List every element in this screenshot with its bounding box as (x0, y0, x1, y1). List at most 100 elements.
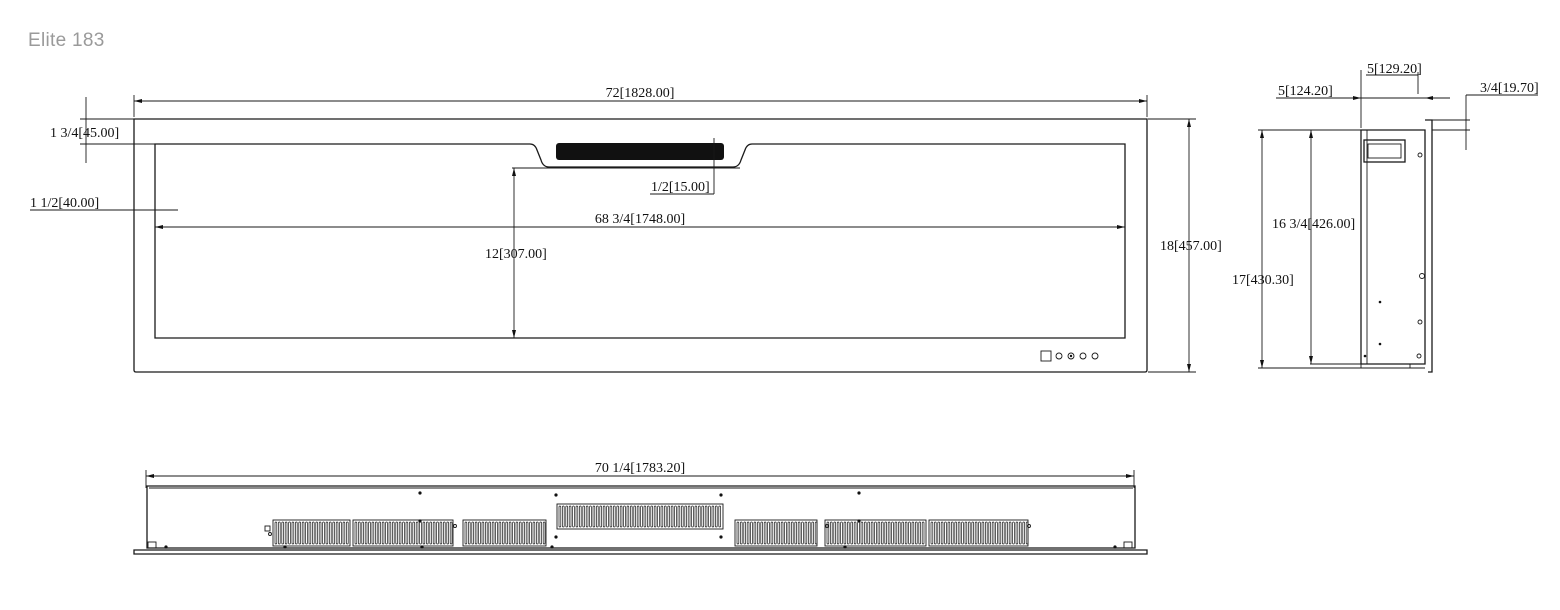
vent-slot (488, 521, 491, 545)
vent-slot (780, 521, 784, 545)
front-opening (154, 143, 1126, 339)
vent-slot (298, 521, 301, 545)
vent-slot (740, 521, 743, 545)
vent-slot (760, 521, 763, 545)
vent-slot (301, 521, 305, 545)
vent-slot (284, 521, 288, 545)
vent-slot (901, 521, 904, 545)
vent-slot (274, 521, 278, 545)
vent-slot (281, 521, 284, 545)
vent-slot (867, 521, 870, 545)
vent-slot (478, 521, 481, 545)
vent-slot (508, 521, 512, 545)
vent-slot (918, 521, 921, 545)
side-view: 5[129.20] 5[124.20] 3/4[19.70] 16 3/4[42… (1232, 62, 1539, 373)
vent-slot (332, 521, 335, 545)
vent-slot (850, 521, 853, 545)
bottom-flange (133, 549, 1148, 555)
vent-slot (529, 521, 532, 545)
vent-slot (921, 521, 925, 545)
display-bar (556, 143, 724, 160)
vent-slot (498, 521, 502, 545)
vent-slot (278, 521, 281, 545)
vent-slot (329, 521, 332, 545)
vent-slot (978, 521, 981, 545)
vent-slot (1008, 521, 1012, 545)
vent-slot (853, 521, 857, 545)
vent-slot (295, 521, 298, 545)
vent-slot (750, 521, 753, 545)
vent-slot (409, 521, 412, 545)
vent-slot (995, 521, 998, 545)
control-button-icon (1079, 352, 1087, 360)
vent-slot (495, 521, 498, 545)
vent-slot (592, 505, 596, 528)
vent-slot (1005, 521, 1008, 545)
control-button-icon (1055, 352, 1063, 360)
vent-slot (1012, 521, 1015, 545)
vent-slot (449, 521, 453, 545)
vent-slot (378, 521, 381, 545)
vent-slot (315, 521, 318, 545)
vent-slot (653, 505, 657, 528)
dim-side-border: 1 1/2[40.00] (30, 196, 99, 211)
front-view: 72[1828.00] 1 3/4[45.00] 1 1/2[40.00] 68… (30, 86, 1222, 373)
vent-slot (322, 521, 325, 545)
vent-slot (532, 521, 536, 545)
vent-slot (381, 521, 385, 545)
vent-slot (647, 505, 650, 528)
vent-slot (305, 521, 308, 545)
vent-slot (623, 505, 626, 528)
control-button-dot (1069, 354, 1073, 358)
vent-slot (718, 505, 721, 528)
vent-slot (957, 521, 961, 545)
vent-slot (364, 521, 368, 545)
vent-slot (481, 521, 485, 545)
vent-slot (937, 521, 940, 545)
vent-slot (613, 505, 616, 528)
vent-slot (468, 521, 471, 545)
vent-group (556, 503, 724, 530)
vent-slot (361, 521, 364, 545)
vent-slot (677, 505, 681, 528)
dim-overall-width: 72[1828.00] (606, 86, 675, 101)
vent-slot (674, 505, 677, 528)
vent-slot (602, 505, 606, 528)
vent-slot (947, 521, 951, 545)
vent-slot (596, 505, 599, 528)
vent-slot (826, 521, 830, 545)
dim-depth: 5[124.20] (1278, 84, 1333, 99)
vent-slot (847, 521, 850, 545)
vent-slot (981, 521, 985, 545)
vent-slot (288, 521, 291, 545)
vent-slot (432, 521, 436, 545)
vent-group (272, 519, 351, 547)
vent-slot (485, 521, 488, 545)
vent-slot (763, 521, 767, 545)
vent-group (352, 519, 454, 547)
vent-slot (698, 505, 701, 528)
vent-slot (736, 521, 740, 545)
vent-slot (464, 521, 468, 545)
vent-slot (358, 521, 361, 545)
vent-slot (542, 521, 546, 545)
dim-opening-height: 12[307.00] (485, 247, 547, 262)
vent-slot (439, 521, 443, 545)
vent-slot (626, 505, 630, 528)
vent-slot (908, 521, 911, 545)
vent-slot (354, 521, 358, 545)
dim-display-offset: 1/2[15.00] (651, 180, 710, 195)
vent-slot (940, 521, 944, 545)
vent-slot (704, 505, 708, 528)
vent-slot (325, 521, 329, 545)
bottom-body (146, 485, 1136, 549)
vent-slot (887, 521, 891, 545)
dim-top-depth: 5[129.20] (1367, 62, 1422, 77)
vent-slot (830, 521, 833, 545)
vent-slot (640, 505, 643, 528)
vent-slot (395, 521, 398, 545)
vent-slot (505, 521, 508, 545)
vent-slot (419, 521, 422, 545)
vent-slot (308, 521, 312, 545)
dim-bottom-width: 70 1/4[1783.20] (595, 461, 685, 476)
